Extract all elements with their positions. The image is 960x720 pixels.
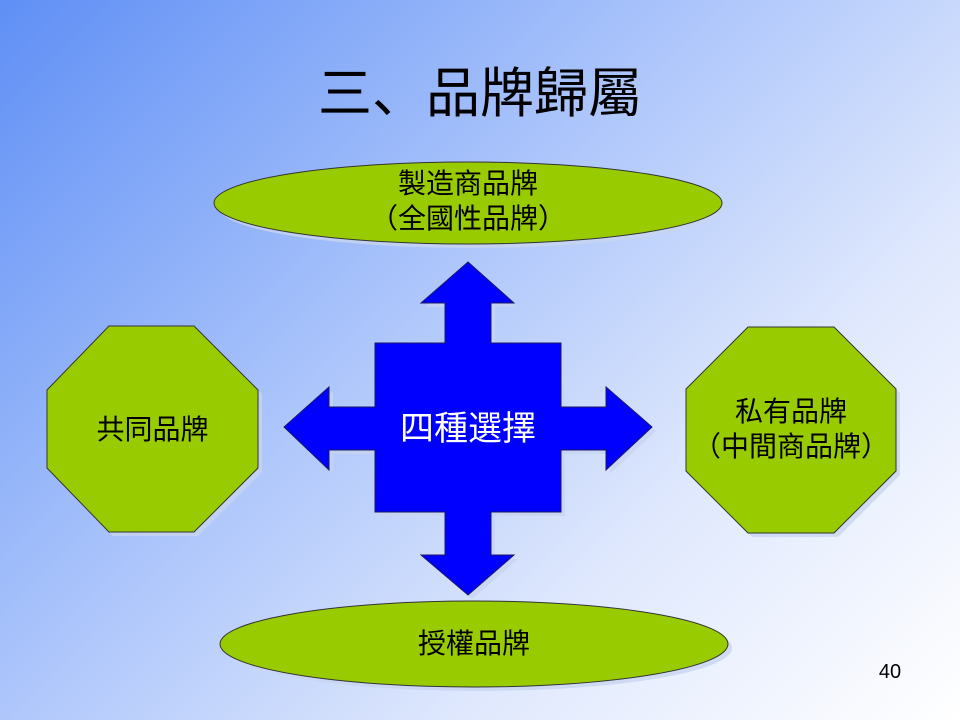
right-octagon (685, 326, 897, 534)
bottom-label: 授權品牌 (417, 627, 530, 660)
page-title: 三、品牌歸屬 (318, 62, 642, 125)
top-label-line2: （全國性品牌） (369, 202, 566, 235)
center-label: 四種選擇 (400, 409, 536, 449)
top-ellipse (213, 161, 723, 245)
right-label-line2: （中間商品牌） (692, 430, 889, 463)
page-number: 40 (878, 661, 902, 683)
right-label-line1: 私有品牌 (734, 395, 847, 428)
four-way-arrow (283, 261, 653, 596)
top-label: 製造商品牌 （全國性品牌） (268, 166, 668, 236)
top-label-line1: 製造商品牌 (397, 167, 538, 200)
bottom-ellipse (219, 600, 729, 688)
right-label: 私有品牌 （中間商品牌） (676, 394, 906, 464)
left-octagon (46, 325, 259, 533)
left-label: 共同品牌 (96, 413, 209, 446)
